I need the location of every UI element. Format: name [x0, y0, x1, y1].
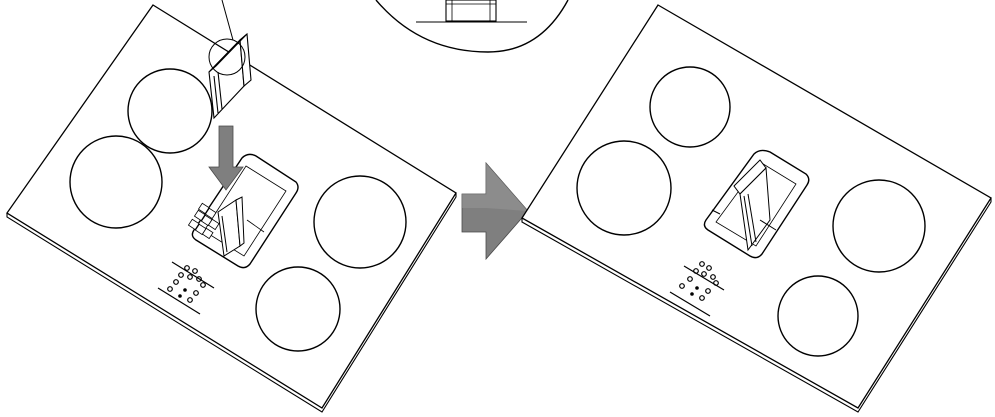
burner-rear-left [127, 68, 213, 154]
cooktop-edge-left [6, 193, 457, 413]
burner-front-right [255, 266, 341, 352]
panel-before [6, 0, 457, 413]
cooktop-edge-right [521, 198, 992, 413]
insert-arrow-down [208, 125, 244, 191]
panel-after [521, 4, 992, 413]
control-cutout-left [187, 153, 299, 269]
detail-callout-leader [221, 0, 234, 41]
burner-front-left [576, 140, 672, 236]
control-knob-grid [187, 202, 220, 240]
control-cutout-right [703, 149, 810, 259]
burner-front-right [777, 275, 859, 357]
bracket-component [208, 32, 252, 120]
bracket-installed [711, 159, 777, 252]
burner-front-left [69, 135, 163, 229]
hob-symbol-right [669, 261, 725, 317]
hob-symbol-left [157, 261, 215, 315]
detail-magnifier [375, 0, 569, 53]
detail-callout-marker [208, 38, 246, 76]
transition-arrow-right [461, 161, 529, 261]
bracket-in-slot [217, 196, 245, 257]
burner-rear-right [313, 175, 407, 269]
burner-rear-right [832, 179, 926, 273]
burner-rear-left [649, 66, 731, 148]
